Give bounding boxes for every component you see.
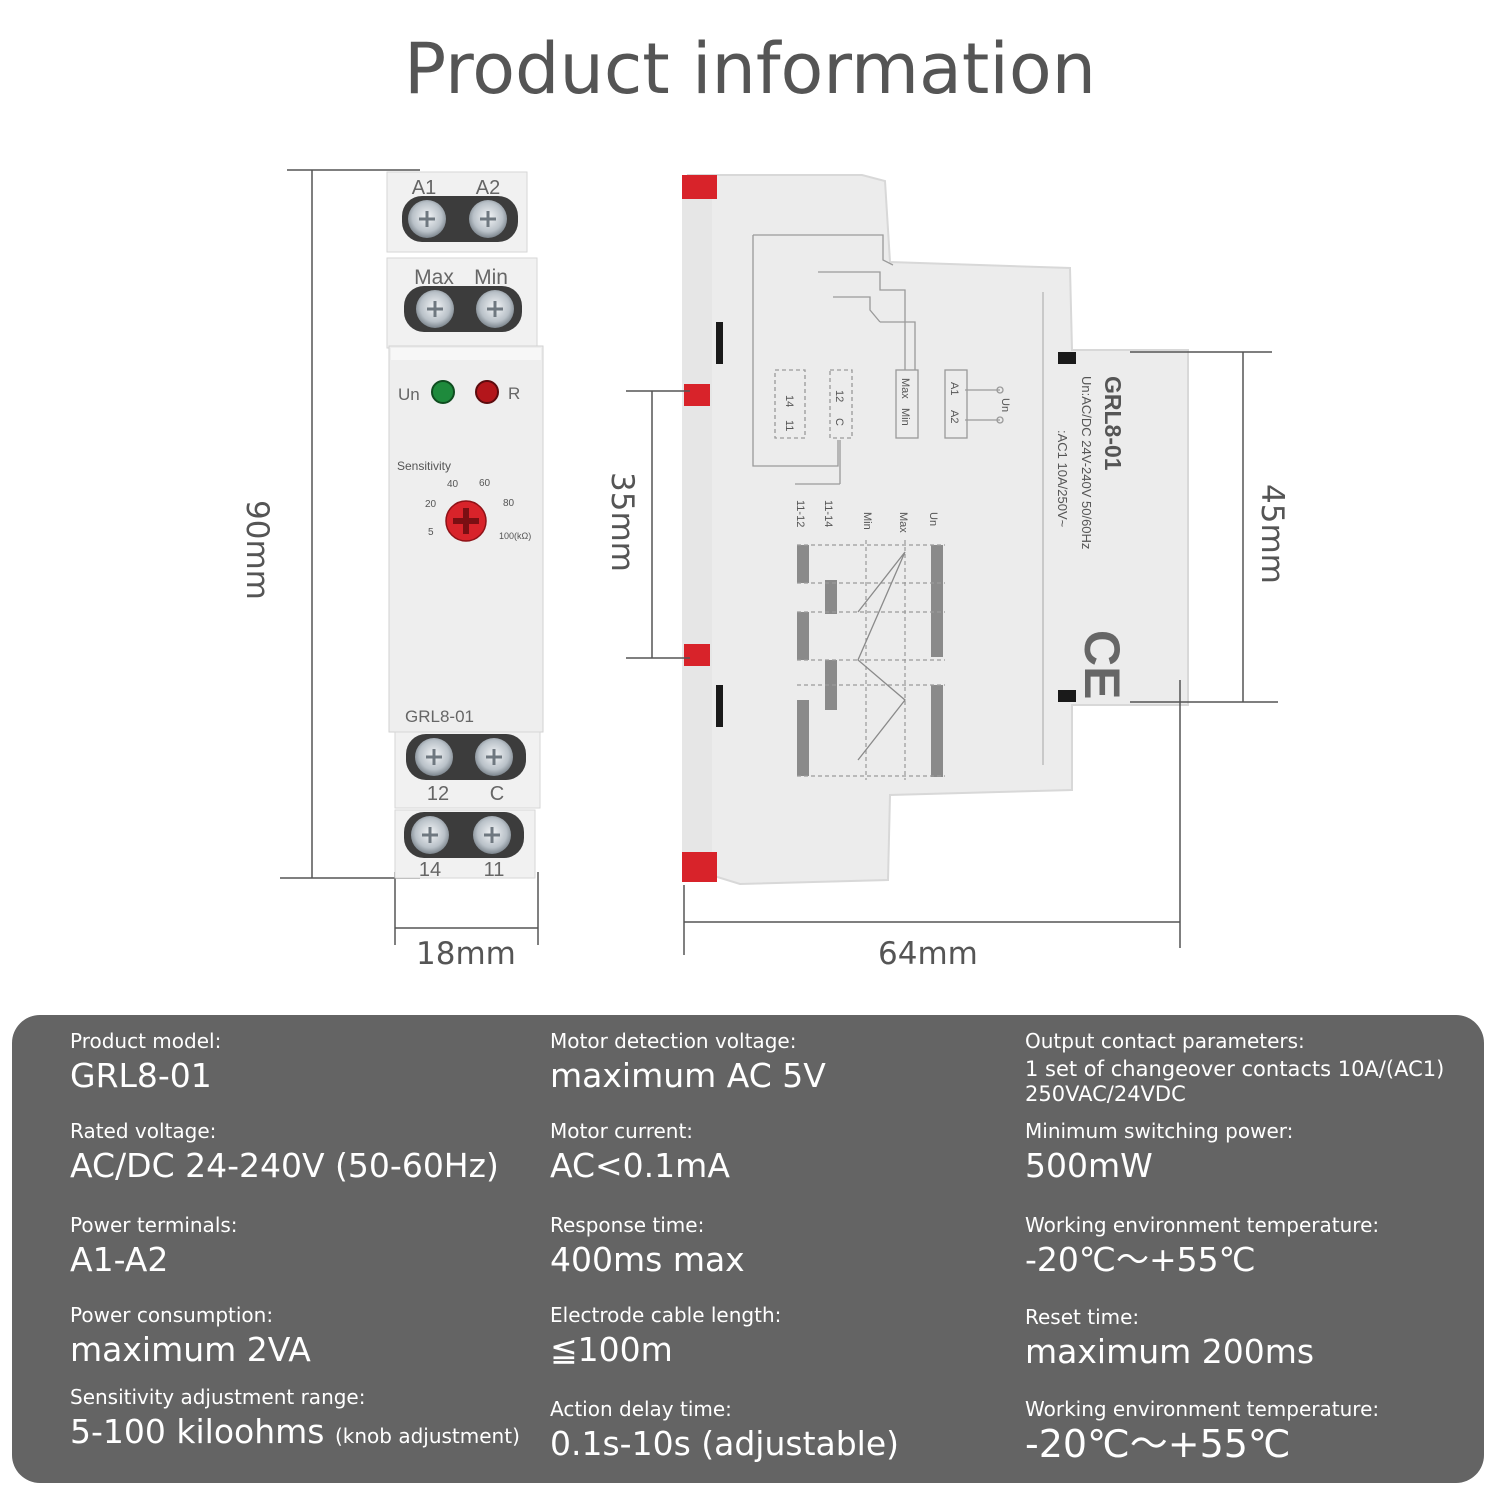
led-un-icon xyxy=(431,380,455,404)
din-clip-top-icon xyxy=(682,175,717,199)
spec-sensitivity-range: Sensitivity adjustment range: 5-100 kilo… xyxy=(70,1385,520,1451)
led-un-label: Un xyxy=(398,385,420,404)
device-side: 14 11 12 C Max Min A1 A2 Un 11-12 11-14 … xyxy=(682,174,1189,886)
led-r-label: R xyxy=(508,384,520,403)
spec-action-delay-time: Action delay time: 0.1s-10s (adjustable) xyxy=(550,1397,900,1463)
timing-label-11-12: 11-12 xyxy=(794,500,806,527)
spec-reset-time: Reset time: maximum 200ms xyxy=(1025,1305,1315,1371)
schematic-label-14: 14 xyxy=(783,395,795,407)
schematic-label-12: 12 xyxy=(833,390,845,402)
side-voltage-label: Un:AC/DC 24V-240V 50/60Hz xyxy=(1079,376,1094,549)
front-model-label: GRL8-01 xyxy=(405,707,474,726)
knob-scale-20: 20 xyxy=(425,499,437,510)
page-title: Product information xyxy=(403,28,1097,110)
terminal-max-label: Max xyxy=(414,266,454,289)
schematic-label-max: Max xyxy=(899,378,911,399)
din-clip-upper-icon xyxy=(684,384,710,406)
led-r-icon xyxy=(475,380,499,404)
terminal-a1-label: A1 xyxy=(412,177,436,199)
knob-scale-60: 60 xyxy=(479,478,491,489)
knob-scale-5: 5 xyxy=(428,527,434,538)
spec-rated-voltage: Rated voltage: AC/DC 24-240V (50-60Hz) xyxy=(70,1119,499,1185)
spec-product-model: Product model: GRL8-01 xyxy=(70,1029,222,1095)
schematic-label-a2: A2 xyxy=(948,410,960,423)
ce-mark-icon: CE xyxy=(1074,630,1130,699)
dimension-lines-front xyxy=(280,169,539,945)
schematic-label-11: 11 xyxy=(783,420,795,431)
schematic-label-min: Min xyxy=(899,408,911,426)
terminal-11-label: 11 xyxy=(484,859,505,881)
timing-label-max: Max xyxy=(897,512,909,533)
dimension-depth-label: 64mm xyxy=(878,936,978,972)
side-contact-label: :AC1 10A/250V~ xyxy=(1055,430,1070,528)
spec-power-terminals: Power terminals: A1-A2 xyxy=(70,1213,238,1279)
dimension-rail-label: 35mm xyxy=(604,472,640,572)
spec-response-time: Response time: 400ms max xyxy=(550,1213,745,1279)
spec-motor-detection-voltage: Motor detection voltage: maximum AC 5V xyxy=(550,1029,826,1095)
dimension-height-label: 90mm xyxy=(239,500,275,600)
spec-electrode-cable-length: Electrode cable length: ≦100m xyxy=(550,1303,782,1369)
dimension-front-height-label: 45mm xyxy=(1254,484,1290,584)
terminal-12-label: 12 xyxy=(427,783,449,805)
dimension-lines-side xyxy=(626,351,1278,955)
spec-working-temperature-2: Working environment temperature: -20℃～+5… xyxy=(1025,1397,1380,1466)
schematic-label-c: C xyxy=(833,418,845,426)
dimension-width-label: 18mm xyxy=(416,936,516,972)
spec-motor-current: Motor current: AC<0.1mA xyxy=(550,1119,730,1185)
terminal-14-label: 14 xyxy=(419,859,441,881)
side-model-label: GRL8-01 xyxy=(1100,376,1126,471)
timing-label-11-14: 11-14 xyxy=(822,500,834,527)
terminal-a2-label: A2 xyxy=(476,177,500,199)
spec-power-consumption: Power consumption: maximum 2VA xyxy=(70,1303,311,1369)
spec-output-contact: Output contact parameters: 1 set of chan… xyxy=(1025,1029,1445,1106)
schematic-label-un: Un xyxy=(999,398,1011,412)
terminal-c-label: C xyxy=(490,783,504,805)
timing-label-un: Un xyxy=(927,512,939,526)
product-drawing: A1 A2 Max Min Un R Sensitivity 5 20 40 6… xyxy=(280,169,1278,955)
terminal-min-label: Min xyxy=(474,266,508,289)
specs-panel: Product model: GRL8-01 Rated voltage: AC… xyxy=(12,1015,1484,1483)
schematic-label-a1: A1 xyxy=(948,382,960,395)
din-clip-lower-icon xyxy=(684,644,710,666)
knob-label: Sensitivity xyxy=(397,459,451,473)
knob-scale-40: 40 xyxy=(447,479,459,490)
spec-working-temperature: Working environment temperature: -20℃～+5… xyxy=(1025,1213,1380,1279)
spec-min-switching-power: Minimum switching power: 500mW xyxy=(1025,1119,1294,1185)
knob-scale-100: 100(kΩ) xyxy=(499,531,531,541)
knob-scale-80: 80 xyxy=(503,498,515,509)
device-front: A1 A2 Max Min Un R Sensitivity 5 20 40 6… xyxy=(386,171,544,881)
timing-label-min: Min xyxy=(861,512,873,530)
din-clip-bottom-icon xyxy=(682,852,717,882)
